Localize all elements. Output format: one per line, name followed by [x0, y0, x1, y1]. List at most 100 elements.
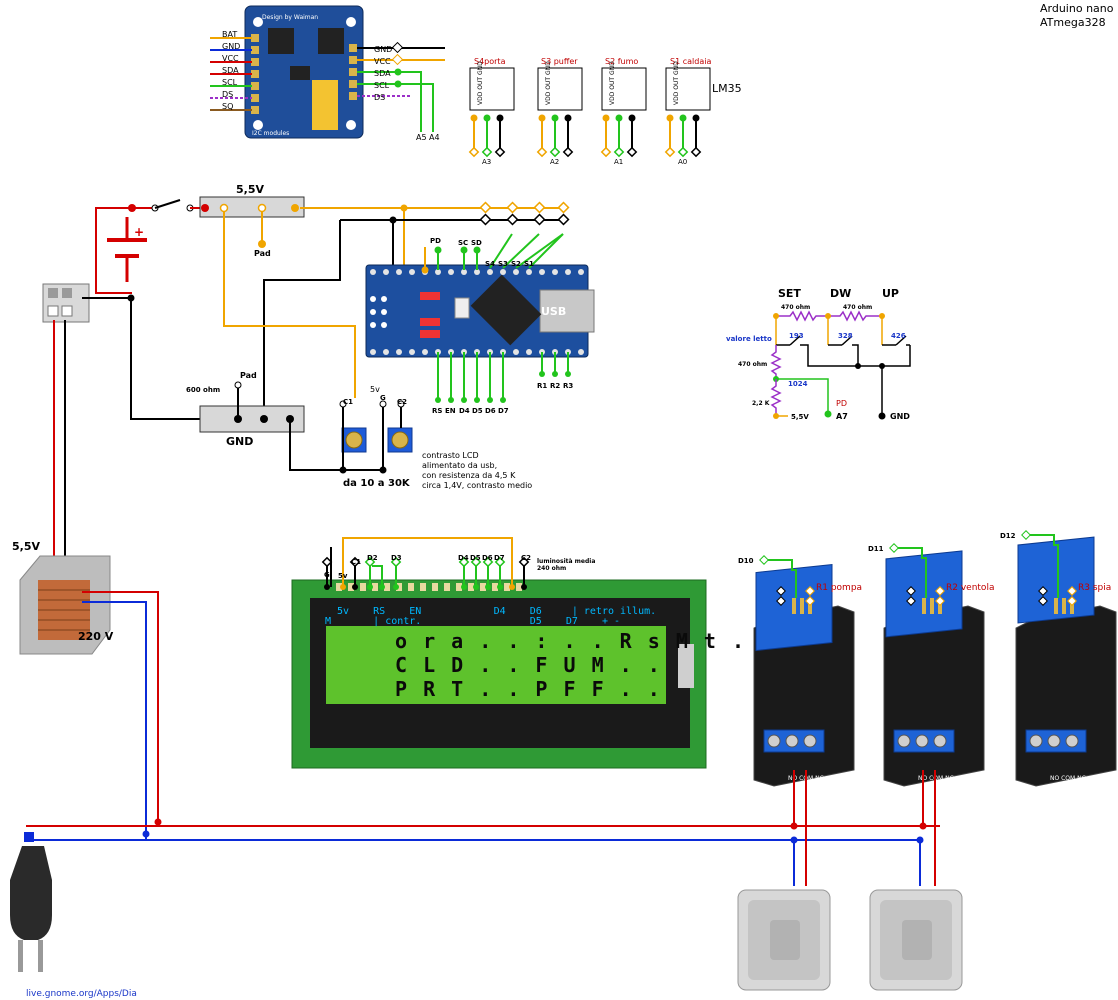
sensor-s1-name: S1 caldaia: [670, 57, 711, 66]
title-line1: Arduino nano: [1040, 2, 1114, 15]
nano-relay-r1: R1: [537, 382, 547, 390]
key-v55: 5,5V: [791, 413, 809, 421]
pot-c1-label: C1: [343, 398, 353, 406]
outlet-box-2: [869, 889, 963, 991]
i2c-module-label: I2C modules: [252, 130, 289, 137]
sensor-group: S4porta VDD OUT GND S3 puffer VDD OUT GN…: [469, 57, 742, 111]
lcd-hdr-d3: D3: [391, 554, 402, 562]
relay-pin-3: D12: [1000, 532, 1016, 540]
i2c-right-pin-sda: SDA: [374, 69, 391, 78]
nano-bottom-d6: D6: [485, 407, 496, 415]
nano-top-s3: S3: [498, 260, 508, 268]
nano-bottom-d4: D4: [459, 407, 470, 415]
key-value-193: 193: [789, 332, 804, 340]
power-pad-gnd: Pad: [240, 371, 257, 380]
nano-top-pd: PD: [430, 237, 441, 245]
lcd-line1: o r a . . : . . R s M t .: [395, 629, 746, 653]
i2c-left-pin-gnd: GND: [222, 42, 240, 51]
lcd-hdr-d6: D6: [482, 554, 493, 562]
relay-name-2: R2 ventola: [946, 583, 994, 593]
power-5v5-label: 5,5V: [236, 183, 264, 196]
transformer-5v5: 5,5V: [12, 540, 40, 553]
pot-g-label: G: [380, 394, 386, 402]
mains-plug-icon: [10, 832, 52, 972]
sensor-s1-pins: VDD OUT GND: [673, 61, 680, 105]
sensor-s2-pin: A1: [614, 158, 623, 166]
i2c-left-pin-bat: BAT: [222, 30, 237, 39]
nano-relay-r2: R2: [550, 382, 560, 390]
lcd-hdr-c2: C2: [521, 554, 531, 562]
arduino-nano-board: [365, 264, 595, 358]
nano-relay-r3: R3: [563, 382, 573, 390]
pot-range: da 10 a 30K: [343, 478, 411, 489]
power-pad-top: Pad: [254, 249, 271, 258]
i2c-right-pin-ds: DS: [374, 93, 385, 102]
key-r470b: 470 ohm: [843, 304, 872, 311]
sensor-s4-pins: VDD OUT GND: [477, 61, 484, 105]
nano-bottom-d5: D5: [472, 407, 483, 415]
i2c-rtc-module: Design by Waiman I2C modules: [244, 5, 364, 139]
i2c-board-text: Design by Waiman: [262, 14, 318, 21]
nano-usb-label: USB: [541, 305, 566, 318]
nano-top-sd: SD: [471, 239, 482, 247]
lcd-pin-row2: M | contr. D5 D7 + -: [325, 616, 620, 627]
lcd-hdr-d4: D4: [458, 554, 469, 562]
key-value-426: 426: [891, 332, 906, 340]
relay-terminals-3: NO COM NC: [1050, 775, 1086, 782]
relay-pin-1: D10: [738, 557, 754, 565]
relay-pin-2: D11: [868, 545, 884, 553]
lcd-hdr-g: G: [324, 571, 330, 579]
nano-bottom-rs: RS: [432, 407, 442, 415]
i2c-left-pin-sq: SQ: [222, 102, 233, 111]
power-600ohm: 600 ohm: [186, 386, 220, 394]
relay-name-1: R1 pompa: [816, 583, 862, 593]
lcd-brightness-2: 240 ohm: [537, 565, 566, 572]
key-value-1024: 1024: [788, 380, 808, 388]
transformer-icon: [19, 555, 111, 655]
i2c-right-pin-scl: SCL: [374, 81, 390, 90]
i2c-a4: A4: [429, 133, 440, 142]
pots-5v: 5v: [370, 385, 380, 394]
sensor-s4-pin: A3: [482, 158, 491, 166]
nano-top-s4: S4: [485, 260, 495, 268]
key-gnd: GND: [890, 412, 910, 421]
battery-icon: +: [107, 217, 147, 282]
lcd-hdr-c1: C1: [351, 558, 361, 566]
title-line2: ATmega328: [1040, 16, 1106, 29]
sensor-s3-name: S3 puffer: [541, 57, 578, 66]
key-pd: PD: [836, 399, 847, 408]
pot-c2-label: C2: [397, 398, 407, 406]
sensor-type: LM35: [712, 82, 742, 95]
keypad-ladder: SET DW UP 470 ohm 470 ohm GND valore let…: [726, 287, 911, 421]
key-r22k: 2,2 K: [752, 400, 770, 407]
key-dw-label: DW: [830, 287, 851, 300]
nano-bottom-en: EN: [445, 407, 456, 415]
footer-link[interactable]: live.gnome.org/Apps/Dia: [26, 989, 137, 999]
terminal-block: [42, 283, 90, 323]
nano-bottom-d7: D7: [498, 407, 509, 415]
i2c-left-pin-sda: SDA: [222, 66, 239, 75]
key-r470a: 470 ohm: [781, 304, 810, 311]
potentiometer-c1: [341, 427, 367, 453]
sensor-s1-pin: A0: [678, 158, 687, 166]
lcd-brightness-1: luminosità media: [537, 558, 595, 565]
key-up-label: UP: [882, 287, 899, 300]
key-valore-letto: valore letto: [726, 335, 772, 343]
nano-top-s2: S2: [511, 260, 521, 268]
i2c-left-pin-ds: DS: [222, 90, 233, 99]
lcd-pin-row1: 5v RS EN D4 D6 | retro illum.: [325, 606, 656, 617]
nano-top-sc: SC: [458, 239, 468, 247]
relay-name-3: R3 spia: [1078, 583, 1111, 593]
sensor-s3-pins: VDD OUT GND: [545, 61, 552, 105]
pot-note-1: contrasto LCD: [422, 451, 479, 460]
pot-note-2: alimentato da usb,: [422, 461, 497, 470]
lcd-module: [291, 579, 707, 769]
key-a7: A7: [836, 412, 848, 421]
i2c-right-pin-vcc: VCC: [374, 57, 391, 66]
i2c-left-pin-scl: SCL: [222, 78, 238, 87]
pot-note-3: con resistenza da 4,5 K: [422, 471, 516, 480]
lcd-hdr-d7: D7: [494, 554, 505, 562]
key-r470c: 470 ohm: [738, 361, 767, 368]
i2c-left-pin-vcc: VCC: [222, 54, 239, 63]
